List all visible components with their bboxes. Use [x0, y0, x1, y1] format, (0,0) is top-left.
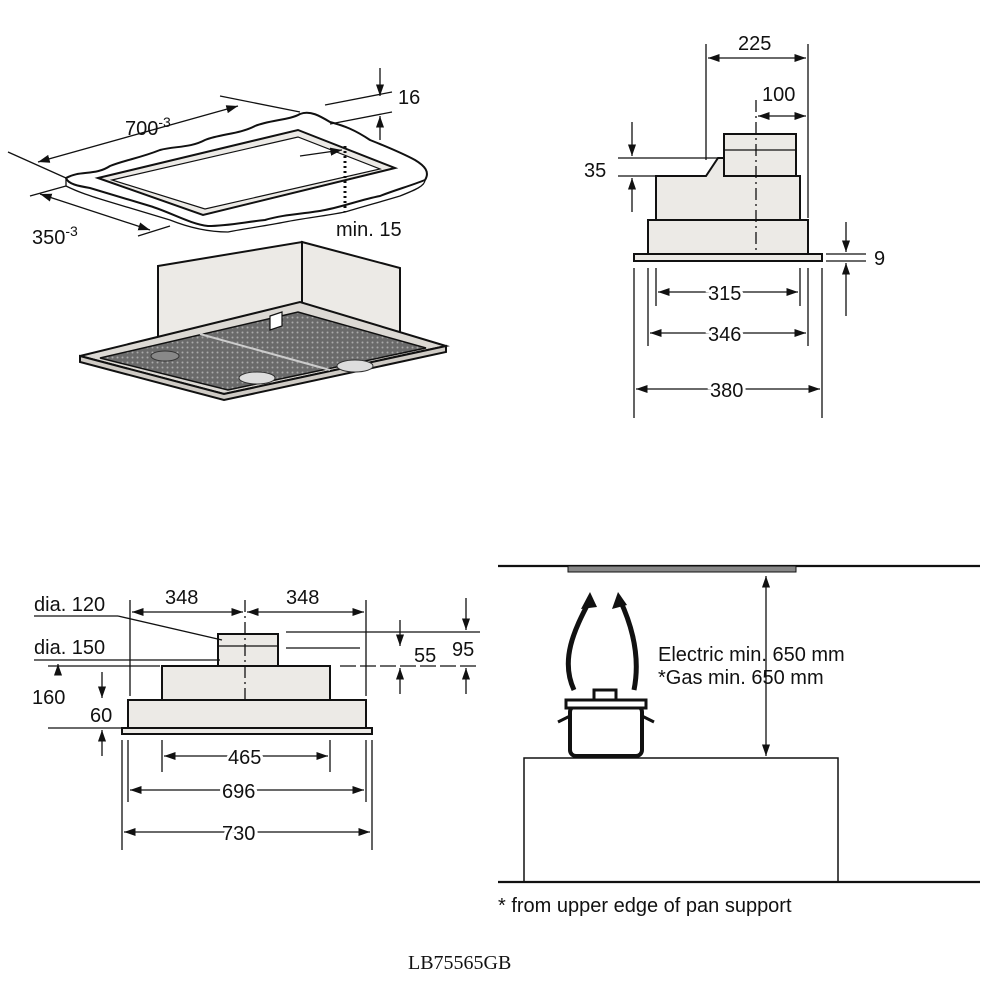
- gas-clearance-label: *Gas min. 650 mm: [658, 667, 824, 689]
- ceiling-cutout-drawing: 700-3 350-3 16 min. 15: [7, 68, 428, 249]
- side-view-drawing: 225 100 35 9 315 346 380: [584, 33, 885, 418]
- dim-min15-label: min. 15: [336, 219, 402, 241]
- dim-95-label: 95: [452, 639, 474, 661]
- dia120-label: dia. 120: [34, 594, 105, 616]
- front-flange: [121, 727, 373, 735]
- dim-16-label: 16: [398, 87, 420, 109]
- dim-55-label: 55: [414, 645, 436, 667]
- side-flange: [633, 253, 823, 262]
- dim-350-line: [39, 193, 151, 231]
- cooking-pot-icon: [568, 704, 644, 758]
- dim-696-label: 696: [222, 781, 255, 803]
- dim-465-label: 465: [228, 747, 261, 769]
- dim-350-label: 350-3: [32, 223, 78, 249]
- dim-346-label: 346: [708, 324, 741, 346]
- hob-counter: [523, 757, 839, 883]
- front-view-drawing: 348 348 dia. 120 dia. 150 55 95 160 60 4…: [32, 587, 480, 850]
- hood-flange-edge: [79, 344, 447, 402]
- hood-isometric-drawing: [79, 240, 450, 402]
- footnote: * from upper edge of pan support: [498, 895, 792, 917]
- steam-arrow-left: [565, 598, 593, 692]
- installation-drawing: Electric min. 650 mm *Gas min. 650 mm * …: [498, 564, 980, 917]
- dim-348-left-label: 348: [165, 587, 198, 609]
- dim-225-label: 225: [738, 33, 771, 55]
- filter-light-1: [238, 371, 276, 385]
- dim-380-label: 380: [710, 380, 743, 402]
- electric-clearance-label: Electric min. 650 mm: [658, 644, 845, 666]
- dim-700-line: [37, 105, 239, 163]
- dim-315-label: 315: [708, 283, 741, 305]
- filter-light-2: [336, 359, 374, 373]
- dim-348-right-label: 348: [286, 587, 319, 609]
- front-housing: [127, 699, 367, 729]
- dim-60-label: 60: [90, 705, 112, 727]
- model-number: LB75565GB: [408, 952, 511, 974]
- dim-100-label: 100: [762, 84, 795, 106]
- steam-arrow-right: [617, 598, 639, 691]
- dim-9-label: 9: [874, 248, 885, 270]
- filter-divider: [199, 333, 331, 371]
- front-motor-box: [161, 665, 331, 701]
- hood-panel: [567, 565, 797, 573]
- side-duct: [723, 133, 797, 177]
- dim-700-label: 700-3: [125, 114, 171, 140]
- dim-35-label: 35: [584, 160, 606, 182]
- dia150-label: dia. 150: [34, 637, 105, 659]
- side-housing: [647, 219, 809, 255]
- front-duct: [217, 633, 279, 667]
- dim-730-label: 730: [222, 823, 255, 845]
- dim-160-label: 160: [32, 687, 65, 709]
- filter-light-3: [150, 350, 180, 362]
- hood-control-tab: [269, 311, 283, 331]
